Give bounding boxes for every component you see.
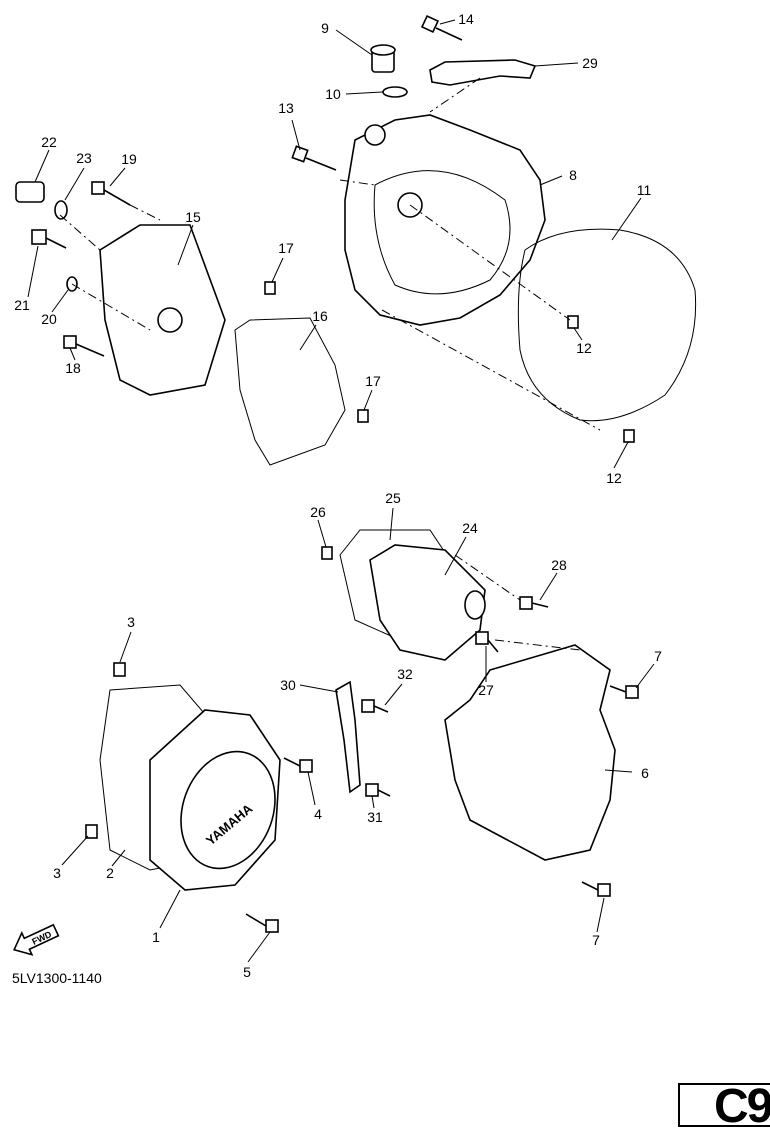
dowel-pin-26 bbox=[321, 546, 333, 560]
forward-arrow-icon: FWD bbox=[13, 923, 60, 956]
callout-24: 24 bbox=[462, 520, 478, 536]
o-ring-23 bbox=[54, 200, 68, 220]
callout-15: 15 bbox=[185, 209, 201, 225]
dowel-pin-17b bbox=[357, 409, 369, 423]
bolt-21 bbox=[31, 229, 67, 249]
cover-15-boss bbox=[157, 307, 183, 333]
bolt-7 bbox=[609, 685, 639, 699]
callout-2: 2 bbox=[106, 865, 114, 881]
bolt-27 bbox=[475, 631, 499, 653]
callout-29: 29 bbox=[582, 55, 598, 71]
bolt-28 bbox=[519, 596, 549, 610]
callout-22: 22 bbox=[41, 134, 57, 150]
callout-25: 25 bbox=[385, 490, 401, 506]
bolt-32 bbox=[361, 699, 389, 713]
callout-7: 7 bbox=[654, 648, 662, 664]
callout-5: 5 bbox=[243, 964, 251, 980]
bolt-18 bbox=[63, 335, 105, 357]
callout-8: 8 bbox=[569, 167, 577, 183]
cover-24 bbox=[369, 544, 486, 661]
bracket-30 bbox=[335, 680, 361, 794]
bolt-31 bbox=[365, 783, 391, 797]
dowel-pin-12b bbox=[623, 429, 635, 443]
callout-12b: 12 bbox=[606, 470, 622, 486]
callout-3b: 3 bbox=[53, 865, 61, 881]
bolt-4 bbox=[283, 757, 313, 773]
callout-3: 3 bbox=[127, 614, 135, 630]
plug-22 bbox=[15, 181, 45, 203]
callout-28: 28 bbox=[551, 557, 567, 573]
crankcase-cover-8 bbox=[344, 114, 546, 326]
callout-17b: 17 bbox=[365, 373, 381, 389]
callout-7b: 7 bbox=[592, 932, 600, 948]
bolt-7b bbox=[581, 881, 611, 897]
o-ring-10 bbox=[382, 86, 408, 98]
sprocket-cover-6 bbox=[444, 644, 616, 861]
drawing-code: 5LV1300-1140 bbox=[12, 970, 102, 986]
gasket-11 bbox=[517, 228, 697, 422]
page-reference: C9 bbox=[714, 1080, 770, 1133]
callout-18: 18 bbox=[65, 360, 81, 376]
bolt-19 bbox=[91, 181, 131, 206]
callout-4: 4 bbox=[314, 806, 322, 822]
callout-16: 16 bbox=[312, 308, 328, 324]
dowel-pin-3b bbox=[85, 824, 98, 839]
callout-20: 20 bbox=[41, 311, 57, 327]
bolt-5 bbox=[245, 913, 279, 933]
callout-9: 9 bbox=[321, 20, 329, 36]
callout-1: 1 bbox=[152, 929, 160, 945]
callout-26: 26 bbox=[310, 504, 326, 520]
cover-24-boss bbox=[464, 590, 486, 620]
callout-11: 11 bbox=[637, 182, 652, 198]
leader-lines bbox=[27, 19, 655, 963]
callout-17: 17 bbox=[278, 240, 294, 256]
callout-31: 31 bbox=[367, 809, 383, 825]
callout-32: 32 bbox=[397, 666, 413, 682]
callout-10: 10 bbox=[325, 86, 341, 102]
assembly-lines bbox=[59, 77, 601, 651]
dowel-pin-3 bbox=[113, 662, 126, 677]
gasket-16 bbox=[234, 317, 346, 466]
bracket-29 bbox=[429, 59, 537, 86]
callout-30: 30 bbox=[280, 677, 296, 693]
callout-21: 21 bbox=[14, 297, 30, 313]
callout-19: 19 bbox=[121, 151, 137, 167]
callout-12: 12 bbox=[576, 340, 592, 356]
callout-23: 23 bbox=[76, 150, 92, 166]
oil-filler-plug-9 bbox=[370, 44, 396, 73]
dowel-pin-17 bbox=[264, 281, 276, 295]
dowel-pin-12 bbox=[567, 315, 579, 329]
generator-cover-1: YAMAHA bbox=[149, 709, 281, 891]
callout-13: 13 bbox=[278, 100, 294, 116]
callout-6: 6 bbox=[641, 765, 649, 781]
callout-27: 27 bbox=[478, 682, 494, 698]
bolt-14 bbox=[420, 14, 463, 41]
page-reference-box: C9 bbox=[678, 1080, 770, 1133]
bolt-13 bbox=[291, 145, 337, 171]
callout-14: 14 bbox=[458, 11, 474, 27]
